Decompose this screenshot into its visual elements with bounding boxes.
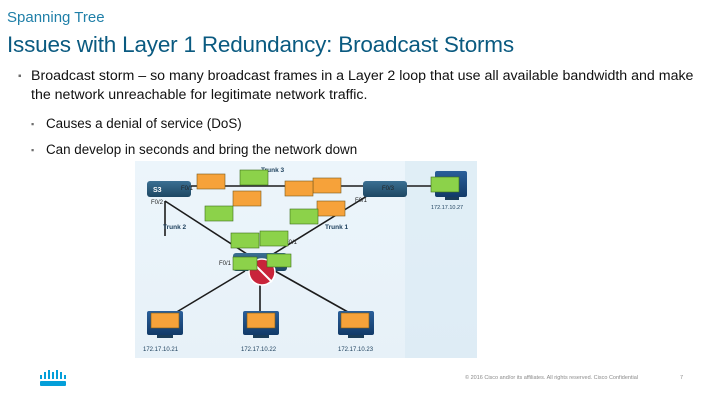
envelope-icon — [150, 312, 180, 329]
port-label: F0/3 — [382, 186, 395, 192]
page-number: 7 — [680, 375, 684, 381]
envelope-icon — [246, 312, 276, 329]
envelope-icon — [284, 180, 314, 197]
envelope-icon — [316, 200, 346, 217]
envelope-icon — [196, 173, 226, 190]
host-ip: 172.17.10.21 — [143, 347, 179, 353]
envelope-icon — [232, 190, 262, 207]
envelope-icon — [266, 253, 292, 268]
envelope-icon — [430, 176, 460, 193]
slide-title: Issues with Layer 1 Redundancy: Broadcas… — [7, 32, 514, 57]
envelope-icon — [312, 177, 342, 194]
bullet-square-icon: ▪ — [31, 119, 35, 129]
bullet-square-icon: ▪ — [18, 71, 22, 82]
bullet-text: Broadcast storm – so many broadcast fram… — [31, 68, 694, 103]
sub-bullet-seconds: ▪ Can develop in seconds and bring the n… — [18, 141, 708, 159]
switch-s3: S3 — [147, 181, 191, 197]
port-label: F0/1 — [285, 240, 298, 246]
sub-bullet-text: Causes a denial of service (DoS) — [46, 116, 242, 131]
host-23-link — [274, 270, 356, 317]
trunk-label: Trunk 2 — [163, 224, 187, 231]
host-ip: 172.17.10.23 — [338, 347, 374, 353]
sub-bullet-dos: ▪ Causes a denial of service (DoS) — [18, 115, 708, 133]
sub-bullet-text: Can develop in seconds and bring the net… — [46, 142, 358, 157]
envelope-icon — [259, 230, 289, 247]
copyright-text: © 2016 Cisco and/or its affiliates. All … — [465, 375, 639, 381]
envelope-icon — [239, 169, 269, 186]
host-ip: 172.17.10.27 — [431, 205, 463, 211]
broadcast-frames — [150, 169, 460, 329]
broadcast-storm-diagram: S3 F0/1 F0/2 F0/3 F0/1 F0/1 F0/1 Trunk 3… — [135, 161, 477, 358]
envelope-icon — [204, 205, 234, 222]
envelope-icon — [340, 312, 370, 329]
section-label: Spanning Tree — [7, 9, 105, 26]
envelope-icon — [232, 256, 258, 271]
port-label: F0/2 — [151, 200, 164, 206]
port-label: F0/1 — [181, 186, 194, 192]
cisco-logo — [40, 370, 66, 386]
svg-text:S3: S3 — [153, 187, 162, 194]
port-label: F0/1 — [219, 261, 232, 267]
switch-s2 — [363, 181, 407, 197]
host-ip: 172.17.10.22 — [241, 347, 277, 353]
bullet-square-icon: ▪ — [31, 145, 35, 155]
port-label: F0/1 — [355, 198, 368, 204]
bullet-broadcast-storm: ▪ Broadcast storm – so many broadcast fr… — [18, 67, 708, 105]
envelope-icon — [289, 208, 319, 225]
envelope-icon — [230, 232, 260, 249]
trunk-label: Trunk 3 — [261, 167, 285, 174]
bullet-list: ▪ Broadcast storm – so many broadcast fr… — [18, 67, 708, 159]
trunk-label: Trunk 1 — [325, 224, 349, 231]
